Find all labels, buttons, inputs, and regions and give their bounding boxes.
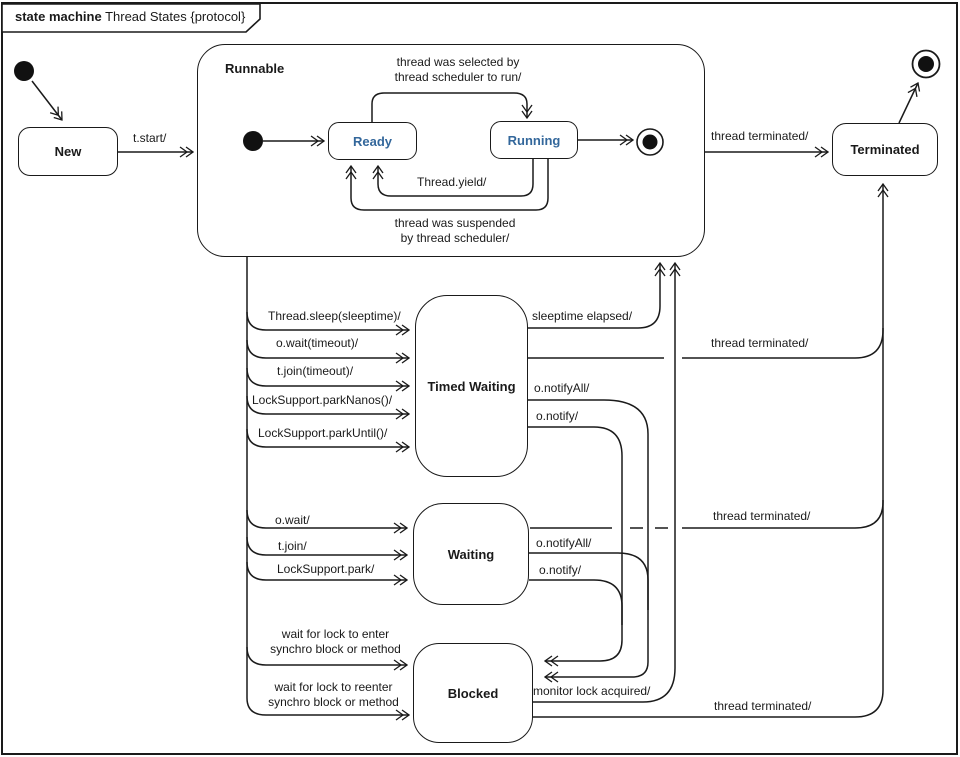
label-thread-terminated-top: thread terminated/: [711, 129, 809, 143]
edge-ready-to-running-selected: [371, 92, 527, 122]
edge-o-wait-timeout: [246, 339, 409, 358]
edge-notify-w-merge: [529, 579, 623, 625]
state-running[interactable]: Running: [490, 121, 578, 159]
label-o-wait: o.wait/: [275, 513, 310, 527]
label-park-nanos: LockSupport.parkNanos()/: [252, 393, 393, 407]
edge-notifyall-w-merge: [529, 552, 649, 610]
label-thread-sleep: Thread.sleep(sleeptime)/: [268, 309, 401, 323]
state-waiting-label: Waiting: [447, 546, 495, 562]
label-wait-reenter-line1: wait for lock to reenter: [274, 680, 393, 694]
edge-trunk-left: [246, 257, 409, 715]
label-wait-enter-line1: wait for lock to enter: [281, 627, 390, 641]
label-o-notify-tw: o.notify/: [536, 409, 579, 423]
edge-running-to-ready-yield: [378, 159, 534, 197]
label-o-notifyall-w: o.notifyAll/: [536, 536, 592, 550]
state-ready[interactable]: Ready: [328, 122, 417, 160]
edge-tt-from-blocked: [533, 500, 884, 718]
edge-tt-from-waiting: [530, 328, 884, 529]
edge-t-join: [246, 536, 407, 555]
label-thread-yield: Thread.yield/: [417, 175, 487, 189]
label-lock-support-park: LockSupport.park/: [277, 562, 375, 576]
label-t-join-timeout: t.join(timeout)/: [277, 364, 354, 378]
state-blocked[interactable]: Blocked: [413, 643, 533, 743]
label-o-notify-w: o.notify/: [539, 563, 582, 577]
runnable-final-state-icon: [636, 128, 664, 156]
frame-title-name: Thread States {protocol}: [101, 9, 246, 24]
state-new[interactable]: New: [18, 127, 118, 176]
state-timed-waiting[interactable]: Timed Waiting: [415, 295, 528, 477]
state-blocked-label: Blocked: [447, 685, 499, 701]
runnable-initial-state-icon: [243, 131, 263, 151]
edge-notifyall-tw-to-blocked: [528, 399, 649, 677]
edge-running-to-ready-suspended: [351, 159, 549, 211]
edge-lock-support-park: [246, 561, 407, 580]
label-wait-reenter-line2: synchro block or method: [268, 695, 399, 709]
state-timed-waiting-label: Timed Waiting: [427, 378, 516, 394]
edge-park-until: [246, 428, 409, 447]
state-runnable-label: Runnable: [225, 61, 285, 76]
edge-terminated-to-final: [898, 83, 918, 124]
label-suspended: thread was suspended by thread scheduler…: [380, 216, 530, 246]
edge-o-wait: [246, 509, 407, 528]
label-o-wait-timeout: o.wait(timeout)/: [276, 336, 359, 350]
state-running-label: Running: [507, 132, 561, 148]
label-selected-by-line1: thread was selected by: [396, 55, 520, 69]
edge-sleeptime-elapsed: [528, 263, 660, 329]
state-ready-label: Ready: [352, 133, 393, 149]
state-terminated[interactable]: Terminated: [832, 123, 938, 176]
label-selected-by-line2: thread scheduler to run/: [394, 70, 522, 84]
label-t-start: t.start/: [133, 131, 167, 145]
edge-park-nanos: [246, 395, 409, 414]
initial-state-icon: [14, 61, 34, 81]
label-suspended-line1: thread was suspended: [394, 216, 516, 230]
state-runnable[interactable]: [197, 44, 705, 257]
edge-thread-sleep: [246, 311, 409, 330]
label-suspended-line2: by thread scheduler/: [400, 231, 510, 245]
edge-t-join-timeout: [246, 367, 409, 386]
label-t-join: t.join/: [278, 539, 307, 553]
edge-notify-tw-to-blocked: [528, 426, 623, 661]
final-state-icon: [911, 49, 941, 79]
label-sleeptime-elapsed: sleeptime elapsed/: [532, 309, 633, 323]
label-thread-terminated-tw: thread terminated/: [711, 336, 809, 350]
state-terminated-label: Terminated: [850, 142, 920, 157]
label-monitor-lock: monitor lock acquired/: [533, 684, 651, 698]
label-o-notifyall-tw: o.notifyAll/: [534, 381, 590, 395]
frame-title: state machine Thread States {protocol}: [15, 9, 245, 24]
label-wait-reenter: wait for lock to reenter synchro block o…: [256, 680, 411, 710]
state-waiting[interactable]: Waiting: [413, 503, 529, 605]
edge-monitor-lock-acquired: [533, 263, 675, 703]
frame-title-keyword: state machine: [15, 9, 102, 24]
label-thread-terminated-b: thread terminated/: [714, 699, 812, 713]
label-selected-by: thread was selected by thread scheduler …: [383, 55, 533, 85]
label-wait-enter-line2: synchro block or method: [270, 642, 401, 656]
state-new-label: New: [54, 144, 82, 159]
edge-wait-for-lock-enter: [246, 646, 407, 665]
label-wait-enter: wait for lock to enter synchro block or …: [258, 627, 413, 657]
edge-initial-to-new: [31, 80, 62, 120]
label-thread-terminated-w: thread terminated/: [713, 509, 811, 523]
label-park-until: LockSupport.parkUntil()/: [258, 426, 388, 440]
